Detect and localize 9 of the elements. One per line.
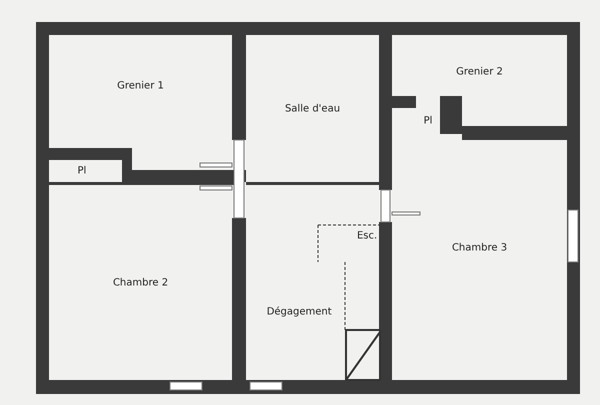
room-label: Esc. (356, 230, 378, 241)
room-label: Grenier 1 (117, 80, 164, 92)
room-label: Chambre 2 (112, 277, 168, 288)
room-label: Pl (424, 116, 432, 126)
room-label: Chambre 3 (452, 242, 508, 254)
room-label: Grenier 2 (456, 66, 503, 78)
room-label: Salle d'eau (284, 103, 340, 114)
room-label: Pl (77, 166, 86, 176)
room-label: Dégagement (266, 306, 332, 318)
